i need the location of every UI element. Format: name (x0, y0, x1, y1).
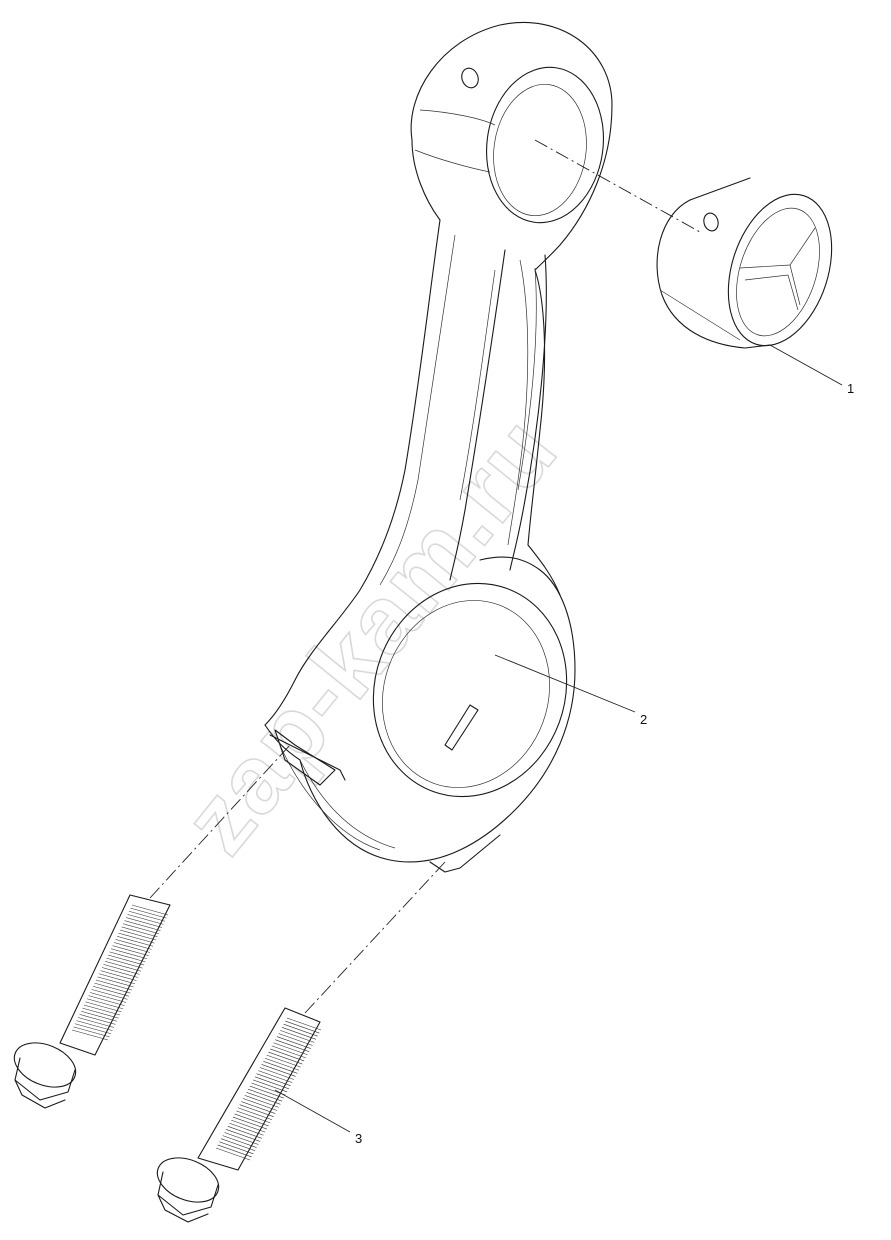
thread-line (261, 1064, 296, 1077)
bolt-icon (156, 1007, 322, 1223)
thread-line (92, 985, 130, 997)
thread-line (127, 914, 164, 925)
bushing-axis-line (534, 139, 701, 233)
thread-line (106, 957, 143, 969)
thread-line (254, 1076, 289, 1090)
thread-line (237, 1107, 273, 1121)
thread-line (241, 1101, 276, 1114)
thread-line (244, 1095, 279, 1108)
thread-line (121, 926, 158, 938)
thread-line (256, 1073, 291, 1086)
thread-line (248, 1088, 283, 1102)
thread-line (77, 1017, 115, 1028)
thread-line (239, 1104, 274, 1117)
connecting-rod-icon (264, 21, 613, 873)
thread-line (258, 1070, 293, 1083)
thread-line (73, 1026, 110, 1038)
bolt-icon (13, 894, 171, 1109)
thread-line (119, 929, 157, 941)
thread-line (76, 1020, 113, 1031)
thread-line (249, 1085, 284, 1099)
thread-line (113, 942, 151, 953)
thread-line (234, 1113, 269, 1127)
thread-line (275, 1039, 310, 1052)
thread-line (125, 917, 163, 928)
thread-line (224, 1132, 259, 1145)
thread-line (273, 1042, 308, 1056)
thread-line (110, 948, 148, 960)
thread-line (215, 1147, 251, 1161)
thread-line (74, 1023, 112, 1035)
thread-line (285, 1020, 320, 1034)
thread-line (94, 982, 131, 994)
leader-line-1 (769, 344, 843, 386)
thread-line (91, 989, 128, 1000)
bushing-icon (656, 177, 833, 349)
thread-line (226, 1129, 261, 1142)
thread-line (268, 1051, 303, 1065)
thread-line (118, 932, 155, 944)
thread-line (286, 1017, 322, 1031)
thread-line (107, 954, 145, 966)
thread-line (217, 1144, 252, 1158)
thread-line (276, 1036, 311, 1049)
thread-line (283, 1023, 318, 1037)
thread-line (98, 973, 136, 985)
thread-line (229, 1122, 264, 1136)
thread-line (89, 992, 127, 1003)
thread-line (131, 904, 169, 916)
thread-line (103, 964, 140, 975)
bolt-a-axis-line (149, 744, 291, 899)
thread-line (231, 1119, 266, 1133)
thread-line (88, 995, 125, 1006)
callout-1: 1 (847, 381, 854, 396)
thread-line (130, 907, 167, 919)
thread-line (236, 1110, 271, 1124)
thread-line (100, 970, 137, 981)
thread-line (253, 1079, 288, 1093)
thread-line (86, 998, 124, 1010)
thread-line (280, 1030, 315, 1043)
thread-line (112, 945, 149, 956)
thread-line (115, 939, 152, 950)
thread-line (219, 1141, 254, 1155)
leader-line-3 (274, 1089, 351, 1133)
callout-2: 2 (640, 712, 647, 727)
thread-line (271, 1045, 306, 1059)
thread-line (82, 1007, 119, 1019)
thread-line (259, 1067, 295, 1080)
thread-line (278, 1033, 313, 1046)
thread-line (220, 1138, 256, 1151)
thread-line (71, 1029, 109, 1041)
thread-line (264, 1057, 300, 1071)
thread-line (97, 976, 134, 988)
thread-line (124, 920, 161, 931)
thread-line (101, 967, 139, 978)
thread-line (80, 1010, 118, 1022)
thread-line (109, 951, 146, 963)
thread-line (242, 1098, 278, 1111)
thread-line (232, 1116, 268, 1130)
thread-line (281, 1027, 317, 1040)
thread-line (128, 910, 166, 922)
thread-line (95, 979, 133, 991)
thread-line (266, 1054, 301, 1068)
thread-line (269, 1048, 305, 1062)
bolt-b-axis-line (304, 861, 446, 1014)
watermark-text: zap-kam.ru (163, 396, 578, 873)
thread-line (246, 1092, 281, 1105)
callout-3: 3 (355, 1131, 362, 1146)
thread-line (85, 1001, 122, 1013)
thread-line (116, 935, 154, 947)
thread-line (227, 1126, 262, 1139)
thread-line (263, 1061, 298, 1074)
thread-line (122, 923, 160, 935)
thread-line (104, 960, 142, 972)
thread-line (83, 1004, 121, 1016)
thread-line (222, 1135, 257, 1148)
thread-line (79, 1014, 116, 1025)
leader-line-2 (494, 654, 636, 713)
